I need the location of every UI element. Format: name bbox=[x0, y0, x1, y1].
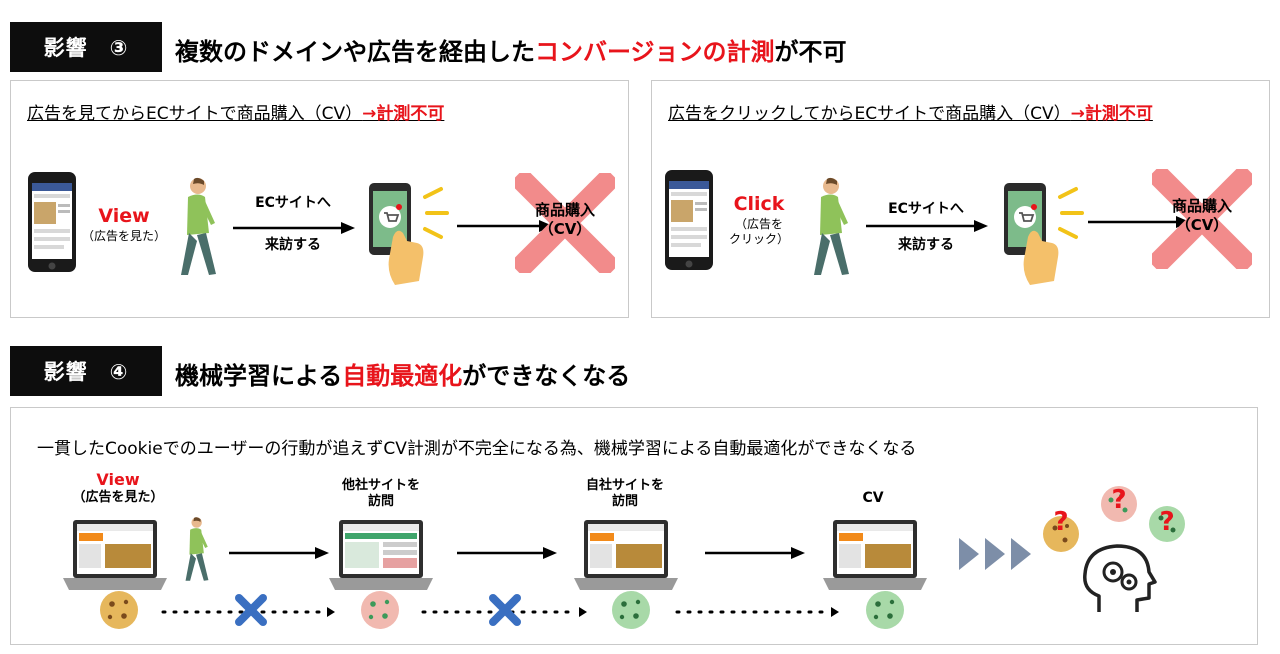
section4-badge: 影響 ④ bbox=[10, 346, 162, 396]
section4-heading-post: ができなくなる bbox=[462, 362, 631, 390]
ml-description: 一貫したCookieでのユーザーの行動が追えずCV計測が不完全になる為、機械学習… bbox=[37, 439, 917, 459]
arrow-right-icon-4 bbox=[1088, 216, 1190, 228]
arrow-top-label: ECサイトへ bbox=[255, 195, 331, 211]
step3-label: 自社サイトを 訪問 bbox=[585, 478, 664, 510]
click-note: （広告を クリック） bbox=[728, 217, 789, 246]
svg-text:?: ? bbox=[1053, 507, 1068, 537]
view-panel-title-text: 広告を見てからECサイトで商品購入（CV） bbox=[27, 104, 363, 124]
laptop-icon-2 bbox=[329, 520, 433, 590]
section4-heading: 機械学習による自動最適化ができなくなる bbox=[175, 356, 630, 391]
laptop-icon-3 bbox=[574, 520, 678, 590]
smartphone-ad-icon bbox=[28, 172, 76, 272]
click-panel: 広告をクリックしてからECサイトで商品購入（CV）→計測不可 Click （広告… bbox=[651, 80, 1270, 318]
section3-heading: 複数のドメインや広告を経由したコンバージョンの計測が不可 bbox=[175, 32, 847, 67]
view-panel-title: 広告を見てからECサイトで商品購入（CV）→計測不可 bbox=[27, 99, 444, 124]
click-panel-title: 広告をクリックしてからECサイトで商品購入（CV）→計測不可 bbox=[668, 99, 1153, 124]
laptop-icon-1 bbox=[63, 520, 167, 590]
click-panel-title-text: 広告をクリックしてからECサイトで商品購入（CV） bbox=[668, 104, 1071, 124]
arrow-top-label-2: ECサイトへ bbox=[888, 201, 964, 217]
view-panel-title-red: →計測不可 bbox=[362, 104, 445, 124]
section4-heading-pre: 機械学習による bbox=[175, 362, 343, 390]
view-note: （広告を見た） bbox=[81, 229, 166, 243]
flow-arrow-1 bbox=[229, 547, 329, 559]
step1-view-label: View bbox=[96, 470, 140, 489]
section3-badge: 影響 ③ bbox=[10, 22, 162, 72]
view-panel: 広告を見てからECサイトで商品購入（CV）→計測不可 View （広告を見た） … bbox=[10, 80, 629, 318]
step4-cv-label: CV bbox=[862, 490, 884, 506]
section3-heading-post: が不可 bbox=[774, 38, 847, 66]
cross-mark-icon-2 bbox=[1152, 169, 1252, 269]
step2-label: 他社サイトを 訪問 bbox=[341, 478, 420, 510]
arrow-right-icon bbox=[233, 222, 355, 234]
click-panel-title-red: →計測不可 bbox=[1070, 104, 1153, 124]
walking-person-icon-2 bbox=[814, 177, 849, 275]
arrow-right-icon-3 bbox=[866, 220, 988, 232]
phone-tap-icon bbox=[369, 183, 449, 285]
view-label: View bbox=[98, 205, 150, 227]
purchase-cv-label: 商品購入 （CV） bbox=[534, 201, 595, 238]
flow-arrow-3 bbox=[705, 547, 805, 559]
step1-note: （広告を見た） bbox=[72, 490, 164, 505]
phone-tap-icon-2 bbox=[1004, 183, 1084, 285]
cross-mark-icon bbox=[515, 173, 615, 273]
section4-heading-red: 自動最適化 bbox=[342, 362, 463, 390]
section3-heading-red: コンバージョンの計測 bbox=[535, 38, 775, 66]
purchase-cv-label-2: 商品購入 （CV） bbox=[1171, 197, 1232, 234]
triangle-arrows-icon bbox=[959, 538, 1031, 570]
arrow-bottom-label-2: 来訪する bbox=[898, 237, 954, 253]
walking-person-icon-3 bbox=[185, 517, 209, 581]
flow-arrow-2 bbox=[457, 547, 557, 559]
section3-heading-pre: 複数のドメインや広告を経由した bbox=[175, 38, 535, 66]
svg-text:?: ? bbox=[1111, 485, 1126, 515]
cookie-timeline bbox=[100, 591, 904, 629]
smartphone-ad-icon-2 bbox=[665, 170, 713, 270]
arrow-right-icon-2 bbox=[457, 220, 553, 232]
walking-person-icon bbox=[181, 177, 216, 275]
ml-confused-head-icon: ? ? ? bbox=[1043, 485, 1185, 612]
arrow-bottom-label: 来訪する bbox=[265, 237, 321, 253]
laptop-icon-4 bbox=[823, 520, 927, 590]
click-label: Click bbox=[733, 193, 785, 215]
svg-text:?: ? bbox=[1159, 507, 1174, 537]
ml-panel: 一貫したCookieでのユーザーの行動が追えずCV計測が不完全になる為、機械学習… bbox=[10, 407, 1258, 645]
